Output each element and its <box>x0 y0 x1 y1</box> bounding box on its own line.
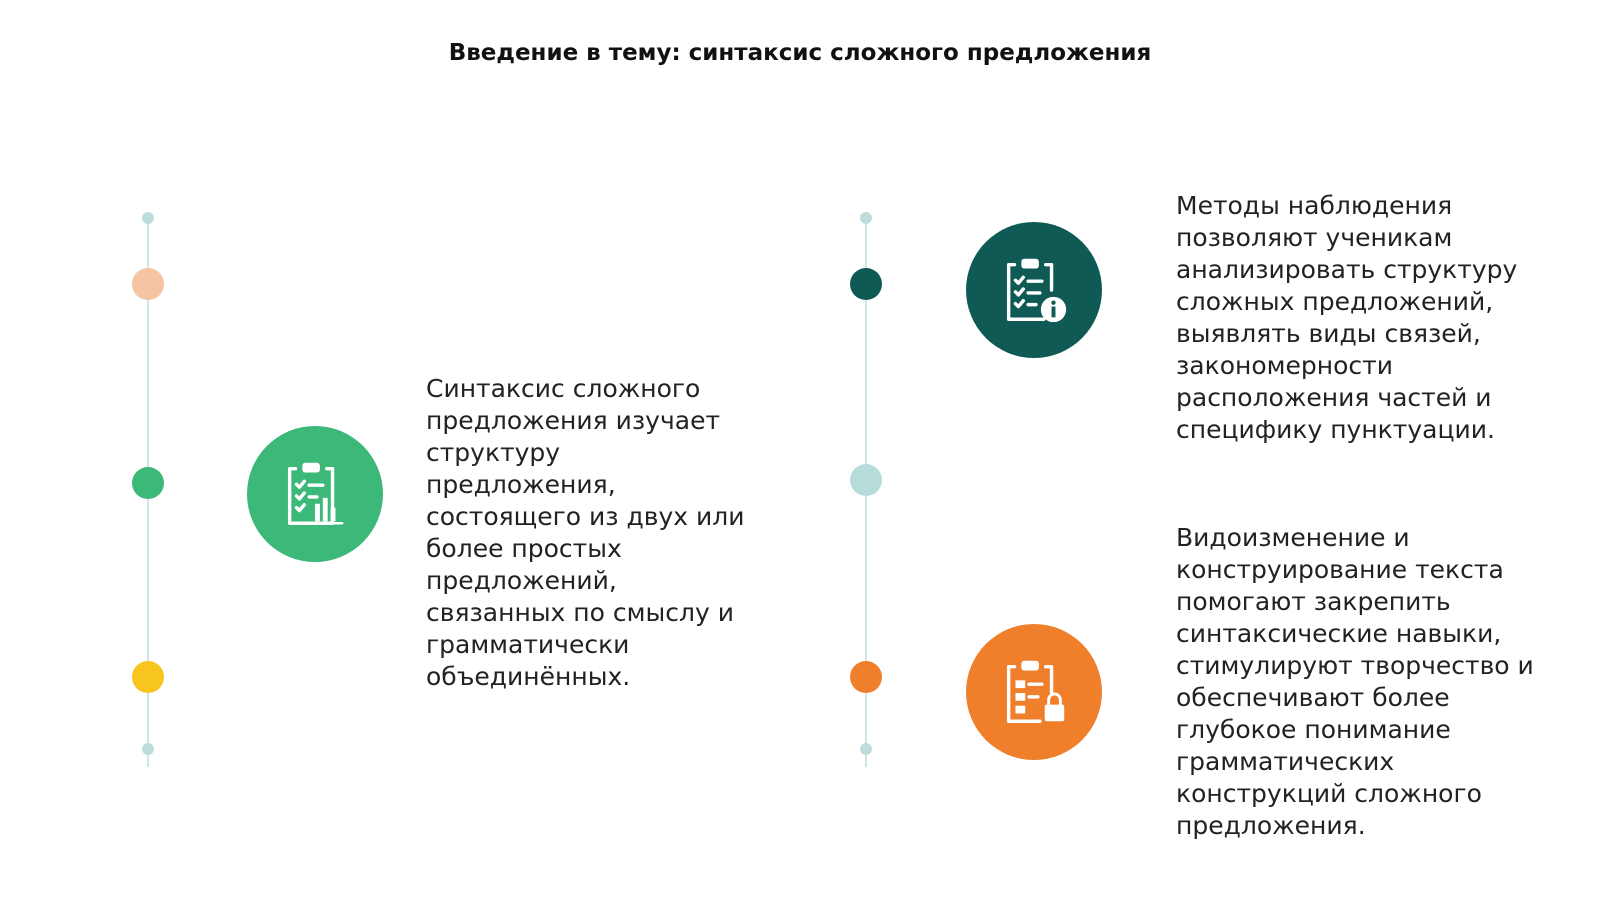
page-title: Введение в тему: синтаксис сложного пред… <box>448 40 1152 66</box>
text-modification-text: Видоизменение и конструирование текста п… <box>1176 523 1534 840</box>
clipboard-chart-icon-circle <box>247 426 383 562</box>
timeline-start-cap <box>142 212 154 224</box>
timeline-end-cap <box>860 743 872 755</box>
timeline-dot-light-teal <box>850 464 882 496</box>
timeline-dot-peach <box>132 268 164 300</box>
clipboard-chart-icon <box>287 462 344 525</box>
syntax-description-text: Синтаксис сложного предложения изучает с… <box>426 374 745 691</box>
timeline-left <box>128 212 168 772</box>
observation-methods-text: Методы наблюдения позволяют ученикам ана… <box>1176 191 1518 444</box>
timeline-right <box>846 212 886 772</box>
timeline-start-cap <box>860 212 872 224</box>
clipboard-lock-icon <box>1006 660 1065 723</box>
clipboard-info-icon-circle <box>966 222 1102 358</box>
timeline-end-cap <box>142 743 154 755</box>
timeline-dot-teal <box>850 268 882 300</box>
timeline-dot-green <box>132 467 164 499</box>
timeline-dot-yellow <box>132 661 164 693</box>
clipboard-lock-icon-circle <box>966 624 1102 760</box>
timeline-dot-orange <box>850 661 882 693</box>
clipboard-info-icon <box>1006 258 1067 323</box>
